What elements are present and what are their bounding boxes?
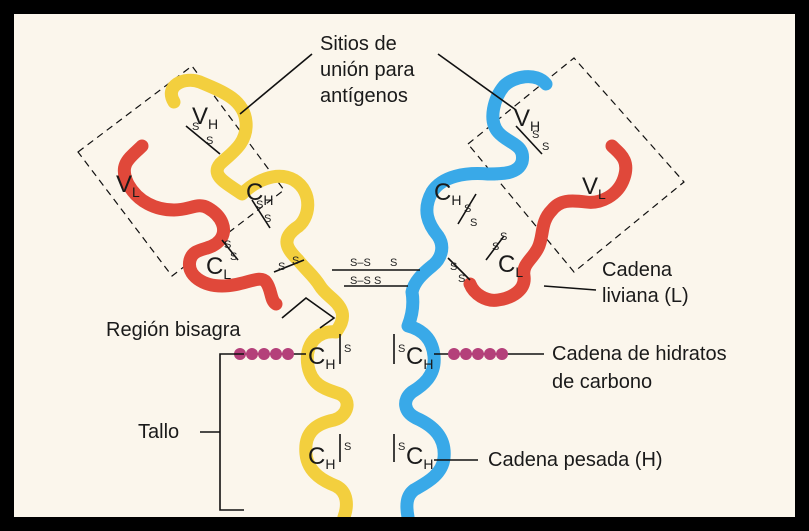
ss-label: S: [374, 275, 381, 287]
ss-bond-label: S–S: [350, 257, 371, 269]
ss-label: S: [500, 231, 507, 243]
binding-sites-label-1: Sitios de: [320, 33, 397, 55]
light-chain-label-1: Cadena: [602, 259, 673, 281]
ss-label: S: [344, 343, 351, 355]
domain-cl-right: CL: [498, 251, 523, 280]
ss-label: S: [292, 255, 299, 267]
ss-label: S: [464, 203, 471, 215]
diagram-canvas: .yel { stroke: #f3cf3e; } .blu { stroke:…: [14, 14, 795, 517]
carbohydrate-left: [234, 348, 306, 360]
ss-label: S: [450, 261, 457, 273]
carbohydrate-label-2: de carbono: [552, 371, 652, 393]
domain-vl-right: VL: [582, 173, 606, 202]
carbohydrate-right: [434, 348, 514, 360]
ss-label: S: [398, 343, 405, 355]
ss-label: S: [458, 273, 465, 285]
binding-sites-label-2: unión para: [320, 59, 415, 81]
ss-label: S: [470, 217, 477, 229]
binding-sites-label-3: antígenos: [320, 85, 408, 107]
domain-vh-right: VH: [514, 105, 540, 134]
ss-label: S: [398, 441, 405, 453]
domain-ch3-right: CH: [406, 443, 433, 472]
heavy-chain-label: Cadena pesada (H): [488, 449, 663, 471]
ss-label: S: [224, 239, 231, 251]
light-chain-left: [124, 146, 276, 304]
domain-vh-left: VH: [192, 103, 218, 132]
domain-cl-left: CL: [206, 253, 231, 282]
carbohydrate-label-1: Cadena de hidratos: [552, 343, 727, 365]
ss-label: S: [344, 441, 351, 453]
stalk-label: Tallo: [138, 421, 179, 443]
ss-label: S: [390, 257, 397, 269]
domain-vl-left: VL: [116, 171, 140, 200]
domain-ch2-left: CH: [308, 343, 335, 372]
ss-label: S: [542, 141, 549, 153]
fab-box-left: [78, 66, 284, 276]
ss-label: S: [206, 135, 213, 147]
light-chain-label-2: liviana (L): [602, 285, 689, 307]
antibody-diagram: .yel { stroke: #f3cf3e; } .blu { stroke:…: [14, 14, 795, 517]
ss-label: S: [264, 213, 271, 225]
ss-label: S: [278, 261, 285, 273]
ss-label: S: [230, 251, 237, 263]
hinge-region-label: Región bisagra: [106, 319, 241, 341]
ss-bond-label: S–S: [350, 275, 371, 287]
domain-ch-right: CH: [434, 179, 461, 208]
domain-ch3-left: CH: [308, 443, 335, 472]
